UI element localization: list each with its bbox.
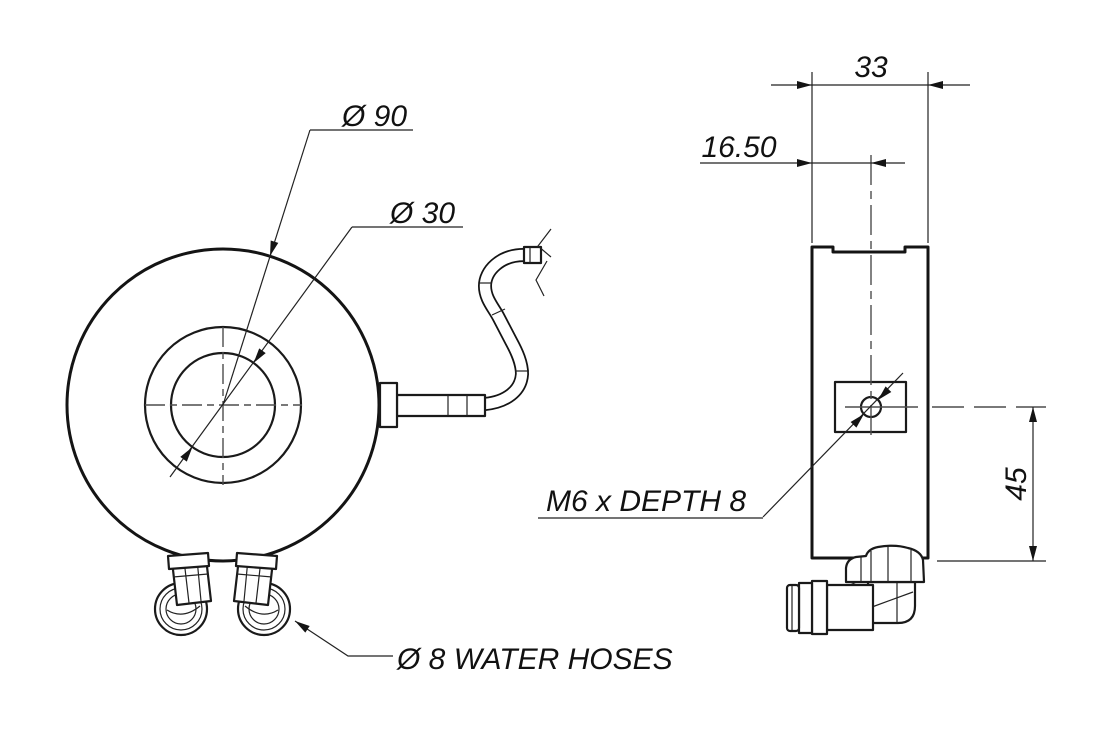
cable-segment-ticks <box>479 282 529 372</box>
water-hoses-label: Ø 8 WATER HOSES <box>396 643 673 676</box>
dim-45-arrow-top <box>1029 407 1037 422</box>
m6-arrowhead-upper <box>878 386 892 400</box>
dia90-arrowhead <box>270 240 279 256</box>
water-hose-fitting-right <box>232 551 292 637</box>
cable-tube-dividers <box>447 395 468 416</box>
hose-leader <box>294 620 393 657</box>
elbow-hex-nut <box>844 544 926 584</box>
pushfit-end-cap <box>785 583 801 633</box>
dim-33-label: 33 <box>854 51 888 84</box>
dim-16-50-arrow-left <box>797 159 812 167</box>
water-hose-fitting-left <box>153 551 213 637</box>
dim-33: 33 <box>771 51 970 243</box>
dia30-label: Ø 30 <box>389 197 455 230</box>
m6-thread-label: M6 x DEPTH 8 <box>546 485 746 518</box>
elbow-body <box>866 580 917 625</box>
cable-break-symbol <box>535 228 552 297</box>
dia90-leader <box>222 129 413 406</box>
elbow-fitting <box>785 544 926 636</box>
hose-nut-cap <box>166 551 211 571</box>
pushfit-ring-inner <box>797 581 814 635</box>
cable-tube <box>395 393 487 418</box>
dim-45-arrow-bottom <box>1029 546 1037 561</box>
dia30-arrowhead-lower <box>180 447 193 462</box>
hose-nut-cap <box>234 551 279 571</box>
dim-33-arrow-right <box>928 81 943 89</box>
side-centerlines <box>845 155 1046 440</box>
side-view: 33 16.50 45 M6 x DEPTH 8 <box>538 51 1046 636</box>
dim-16-50-label: 16.50 <box>701 131 776 164</box>
dim-45-label: 45 <box>1000 467 1033 501</box>
dia90-label: Ø 90 <box>341 100 407 133</box>
cable-assembly <box>378 228 552 429</box>
dim-45: 45 <box>937 407 1046 562</box>
hose-arrowhead <box>295 621 310 633</box>
dim-16-50: 16.50 <box>700 131 905 167</box>
front-view: Ø 90 Ø 30 Ø 8 WATER HOSES <box>65 100 673 676</box>
cable-connector <box>522 245 543 265</box>
pushfit-barrel <box>825 583 875 632</box>
dim-33-arrow-left <box>797 81 812 89</box>
m6-arrowhead-lower <box>850 414 864 428</box>
m6-leader <box>538 372 904 519</box>
dia30-arrowhead-upper <box>253 348 266 363</box>
hex-nut-facets <box>860 546 912 582</box>
cable-flange <box>378 381 399 429</box>
pushfit-ring-outer <box>810 579 829 636</box>
dia30-leader <box>169 226 463 478</box>
dim-16-50-arrow-right <box>871 159 886 167</box>
cable-core <box>479 249 528 410</box>
